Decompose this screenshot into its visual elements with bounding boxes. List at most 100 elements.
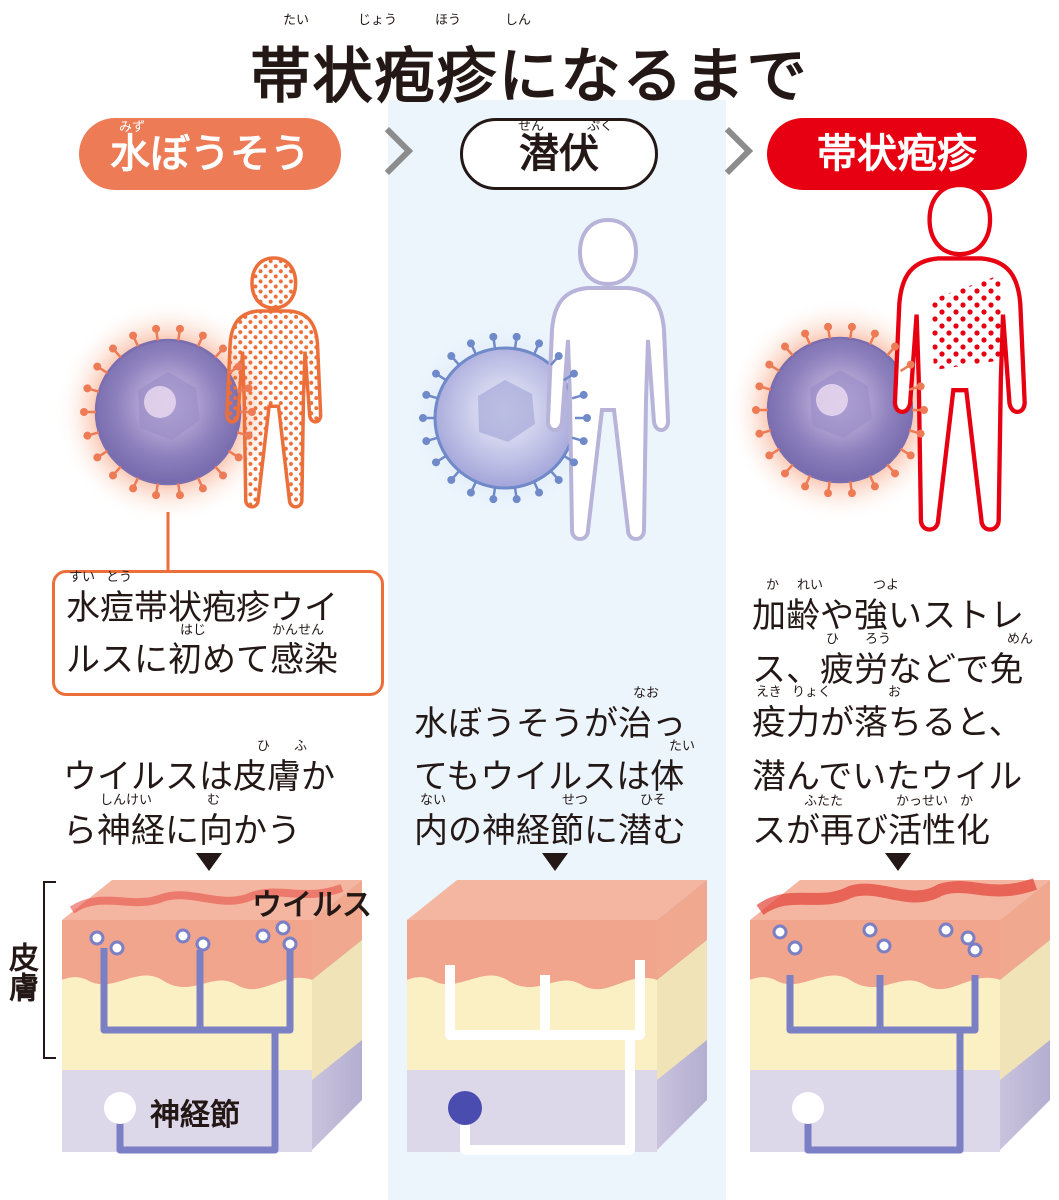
skin-block-chickenpox (62, 880, 362, 1152)
virus-spike-tip (916, 382, 925, 391)
down-arrow-icon (885, 853, 911, 871)
virus-spike-tip (108, 344, 117, 353)
desc3-ruby-12: か (960, 794, 974, 809)
desc3-ruby-11: かっせい (896, 794, 949, 809)
callout-ruby-1: すい (69, 570, 96, 585)
desc2-line-3: 内の神経節に潜む (414, 811, 686, 851)
virus-spike-tip (569, 369, 578, 378)
virus-spike-tip (83, 431, 92, 440)
virus-spike-tip (906, 451, 915, 460)
virus-spike-tip (234, 362, 243, 371)
virus-spike-tip (489, 332, 498, 341)
desc3-ruby-10: ふたた (804, 794, 844, 809)
desc1-ruby-4: む (207, 793, 221, 808)
virus-spike-tip (244, 431, 253, 440)
virus-spike-tip (129, 484, 138, 493)
virus-spike-tip (906, 360, 915, 369)
virus-spike-tip (175, 324, 184, 333)
desc3-ruby-7: えき (756, 685, 782, 700)
desc2-ruby-4: せつ (562, 793, 589, 808)
virus-spike-tip (244, 384, 253, 393)
virus-spike-tip (219, 471, 228, 480)
desc3-line-5: スが再び活性化 (752, 811, 990, 851)
desc3-line-1: 加齢や強いストレ (752, 596, 1024, 636)
stage-chickenpox-pill: 水ぼうそう (79, 118, 341, 190)
down-arrow-icon (542, 853, 568, 871)
callout-ruby-2: とう (106, 570, 133, 585)
virus-spike-tip (466, 339, 475, 348)
stage-shingles-pill: 帯状疱疹 (767, 118, 1027, 190)
virus-particle (967, 942, 983, 958)
virus-spike-tip (248, 408, 256, 416)
nerve-path (100, 948, 294, 1154)
callout-ruby-3: はじ (180, 623, 207, 638)
virus-spike-tip (83, 384, 92, 393)
virus-spike-tip (780, 469, 789, 478)
virus-spike-tip (198, 484, 207, 493)
virus-spike-tip (93, 453, 102, 462)
virus-spike-tip (80, 408, 88, 416)
desc2-line-1: 水ぼうそうが治っ (414, 704, 686, 744)
virus-spike-tip (152, 491, 161, 500)
skin-label-text: 皮膚 (3, 942, 38, 1002)
virus-spike-tip (579, 437, 588, 446)
desc3-ruby-5: ろう (865, 632, 892, 647)
down-arrow-icon (196, 853, 222, 871)
virus-spike-tip (569, 458, 578, 467)
desc2-ruby-1: なお (633, 686, 660, 701)
virus-spike-tip (432, 369, 441, 378)
desc2-line-2: てもウイルスは体 (414, 757, 685, 797)
virus-spike-tip (583, 414, 591, 422)
virus-particle (282, 936, 298, 952)
ganglion-label: 神経節 (150, 1098, 240, 1133)
virus-spike-tip (824, 489, 833, 498)
virus-spike-tip (801, 482, 810, 491)
nerve-path (445, 960, 645, 1155)
virus-spike-tip (870, 482, 879, 491)
title-ruby-4: しん (505, 13, 532, 28)
virus-particle (195, 936, 211, 952)
stage2-ruby-1: せん (518, 119, 545, 134)
stage-latency-pill: 潜伏 (460, 118, 658, 190)
virus-particle (275, 920, 291, 936)
desc1-ruby-3: しんけい (100, 793, 153, 808)
desc2-ruby-5: ひそ (640, 793, 667, 808)
virus-particle (862, 922, 878, 938)
virus-particle (772, 924, 788, 940)
virus-spike-tip (755, 382, 764, 391)
desc3-ruby-6: めん (1007, 632, 1034, 647)
virus-spike-tip (535, 339, 544, 348)
skin-bracket (43, 881, 56, 1059)
virus-spike-tip (891, 342, 900, 351)
virus-spike-tip (152, 324, 161, 333)
virus-particle (938, 922, 954, 938)
virus-spike-tip (93, 362, 102, 371)
virus-spike-tip (422, 437, 431, 446)
desc3-ruby-2: れい (797, 578, 824, 593)
virus-spike-tip (489, 495, 498, 504)
desc1-ruby-1: ひ (257, 739, 271, 754)
ganglion-node (792, 1092, 824, 1124)
virus-spike-tip (535, 488, 544, 497)
title-ruby-2: じょう (358, 13, 398, 28)
desc2-ruby-3: ない (420, 793, 447, 808)
page-title: 帯状疱疹になるまで (250, 42, 809, 112)
ganglion-node (448, 1091, 482, 1125)
desc1-line-2: ら神経に向かう (63, 811, 301, 851)
desc3-ruby-4: ひ (826, 632, 840, 647)
desc3-ruby-3: つよ (873, 578, 900, 593)
nerve-path (786, 975, 979, 1154)
virus-label: ウイルス (252, 888, 372, 923)
virus-particle (787, 940, 803, 956)
virus-particle (89, 930, 105, 946)
virus-spike-tip (891, 469, 900, 478)
virus-spike-tip (108, 471, 117, 480)
virus-spike-tip (419, 414, 427, 422)
virus-spike-tip (755, 429, 764, 438)
title-ruby-3: ほう (435, 13, 462, 28)
virus-spike-tip (175, 491, 184, 500)
callout-ruby-4: かんせん (272, 623, 325, 638)
virus-spike-tip (765, 360, 774, 369)
desc3-line-2: ス、疲労などで免 (752, 650, 1024, 690)
